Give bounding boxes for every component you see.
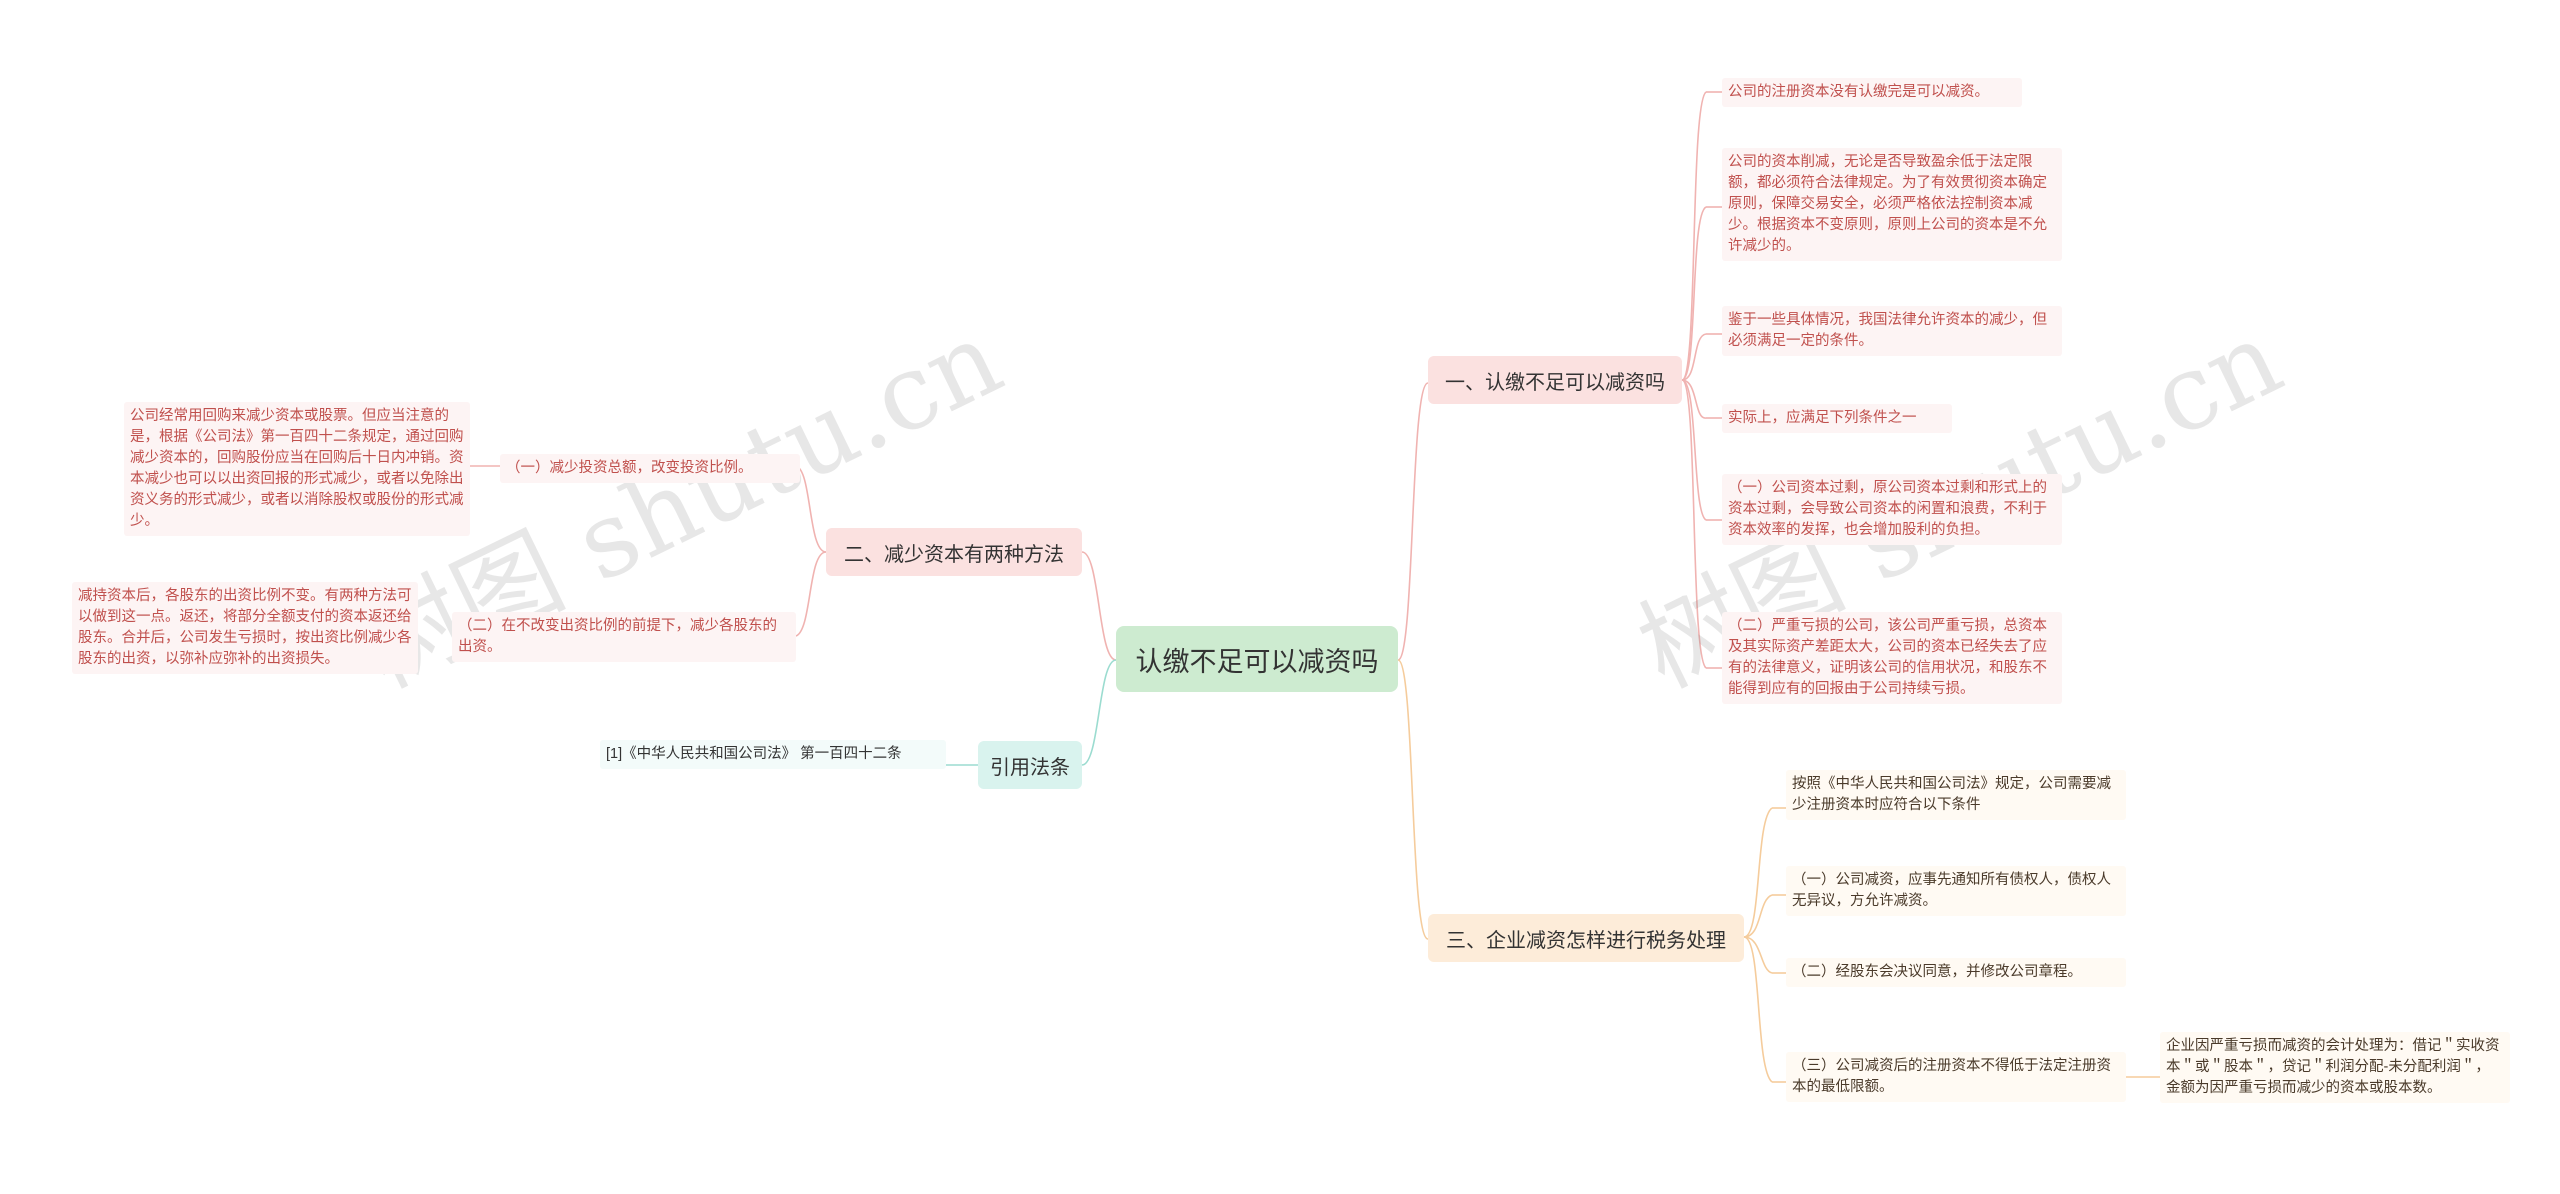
branch-2-item-1-detail[interactable]: 公司经常用回购来减少资本或股票。但应当注意的是，根据《公司法》第一百四十二条规定… (124, 402, 470, 536)
branch-1-item-1[interactable]: 公司的注册资本没有认缴完是可以减资。 (1722, 78, 2022, 107)
branch-2-item-1[interactable]: （一）减少投资总额，改变投资比例。 (500, 454, 800, 483)
branch-1-item-5[interactable]: （一）公司资本过剩，原公司资本过剩和形式上的资本过剩，会导致公司资本的闲置和浪费… (1722, 474, 2062, 545)
branch-4-item-1[interactable]: [1]《中华人民共和国公司法》 第一百四十二条 (600, 740, 946, 769)
branch-2[interactable]: 二、减少资本有两种方法 (826, 528, 1082, 576)
branch-1[interactable]: 一、认缴不足可以减资吗 (1428, 356, 1682, 404)
branch-3-item-4-detail[interactable]: 企业因严重亏损而减资的会计处理为：借记＂实收资本＂或＂股本＂，贷记＂利润分配-未… (2160, 1032, 2510, 1103)
branch-3-item-3[interactable]: （二）经股东会决议同意，并修改公司章程。 (1786, 958, 2126, 987)
branch-3-item-2[interactable]: （一）公司减资，应事先通知所有债权人，债权人无异议，方允许减资。 (1786, 866, 2126, 916)
branch-1-item-3[interactable]: 鉴于一些具体情况，我国法律允许资本的减少，但必须满足一定的条件。 (1722, 306, 2062, 356)
branch-1-item-2[interactable]: 公司的资本削减，无论是否导致盈余低于法定限额，都必须符合法律规定。为了有效贯彻资… (1722, 148, 2062, 261)
branch-3[interactable]: 三、企业减资怎样进行税务处理 (1428, 914, 1744, 962)
root-topic[interactable]: 认缴不足可以减资吗 (1116, 626, 1398, 692)
branch-2-item-2-detail[interactable]: 减持资本后，各股东的出资比例不变。有两种方法可以做到这一点。返还，将部分全额支付… (72, 582, 418, 674)
branch-2-item-2[interactable]: （二）在不改变出资比例的前提下，减少各股东的出资。 (452, 612, 796, 662)
branch-4[interactable]: 引用法条 (978, 741, 1082, 789)
branch-3-item-1[interactable]: 按照《中华人民共和国公司法》规定，公司需要减少注册资本时应符合以下条件 (1786, 770, 2126, 820)
branch-1-item-6[interactable]: （二）严重亏损的公司，该公司严重亏损，总资本及其实际资产差距太大，公司的资本已经… (1722, 612, 2062, 704)
branch-1-item-4[interactable]: 实际上，应满足下列条件之一 (1722, 404, 1952, 433)
branch-3-item-4[interactable]: （三）公司减资后的注册资本不得低于法定注册资本的最低限额。 (1786, 1052, 2126, 1102)
